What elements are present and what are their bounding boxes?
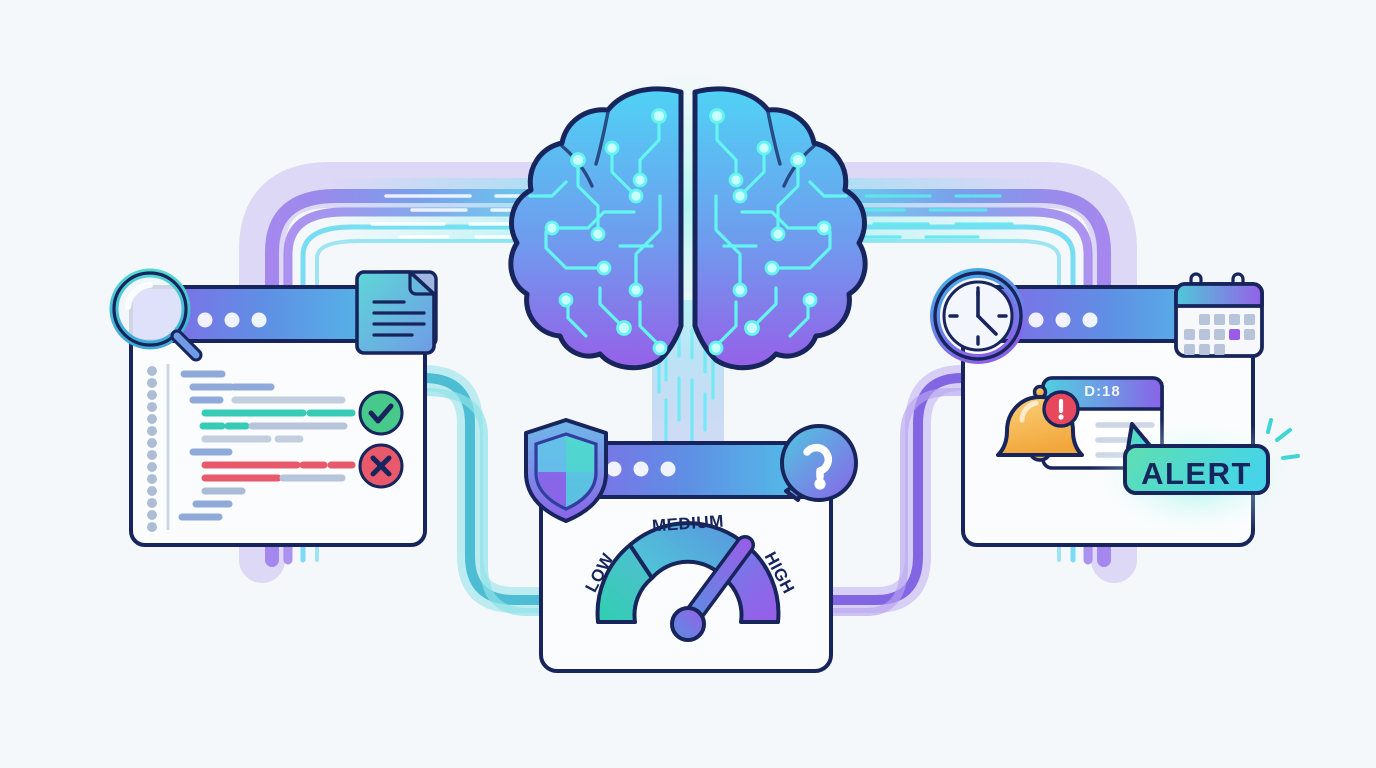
exclamation-badge-icon [1042, 390, 1080, 428]
alert-bubble[interactable] [1088, 416, 1304, 540]
check-circle-icon [358, 390, 404, 436]
calendar-icon [1174, 272, 1264, 358]
calendar-cells [1184, 314, 1255, 355]
brain-nodes-right [708, 108, 832, 356]
window-dots [1028, 312, 1098, 328]
brain-nodes-left [544, 108, 668, 356]
scan-to-analysis-connector [411, 365, 573, 616]
window-dots [606, 461, 676, 477]
clock-icon [930, 268, 1026, 364]
search-icon [109, 268, 203, 362]
code-lines [178, 370, 356, 521]
question-bubble-icon [780, 424, 858, 502]
ai-brain [508, 55, 868, 371]
analysis-to-alert-connector [817, 365, 979, 616]
line-number-gutter [147, 366, 157, 532]
document-lines [372, 300, 426, 337]
shield-icon [524, 418, 608, 523]
window-dots [197, 312, 267, 328]
x-circle-icon [358, 443, 404, 489]
code-scan-window[interactable] [129, 285, 427, 547]
document-icon [355, 270, 438, 355]
alert-spark-icon [1266, 418, 1300, 460]
risk-gauge [595, 521, 781, 642]
